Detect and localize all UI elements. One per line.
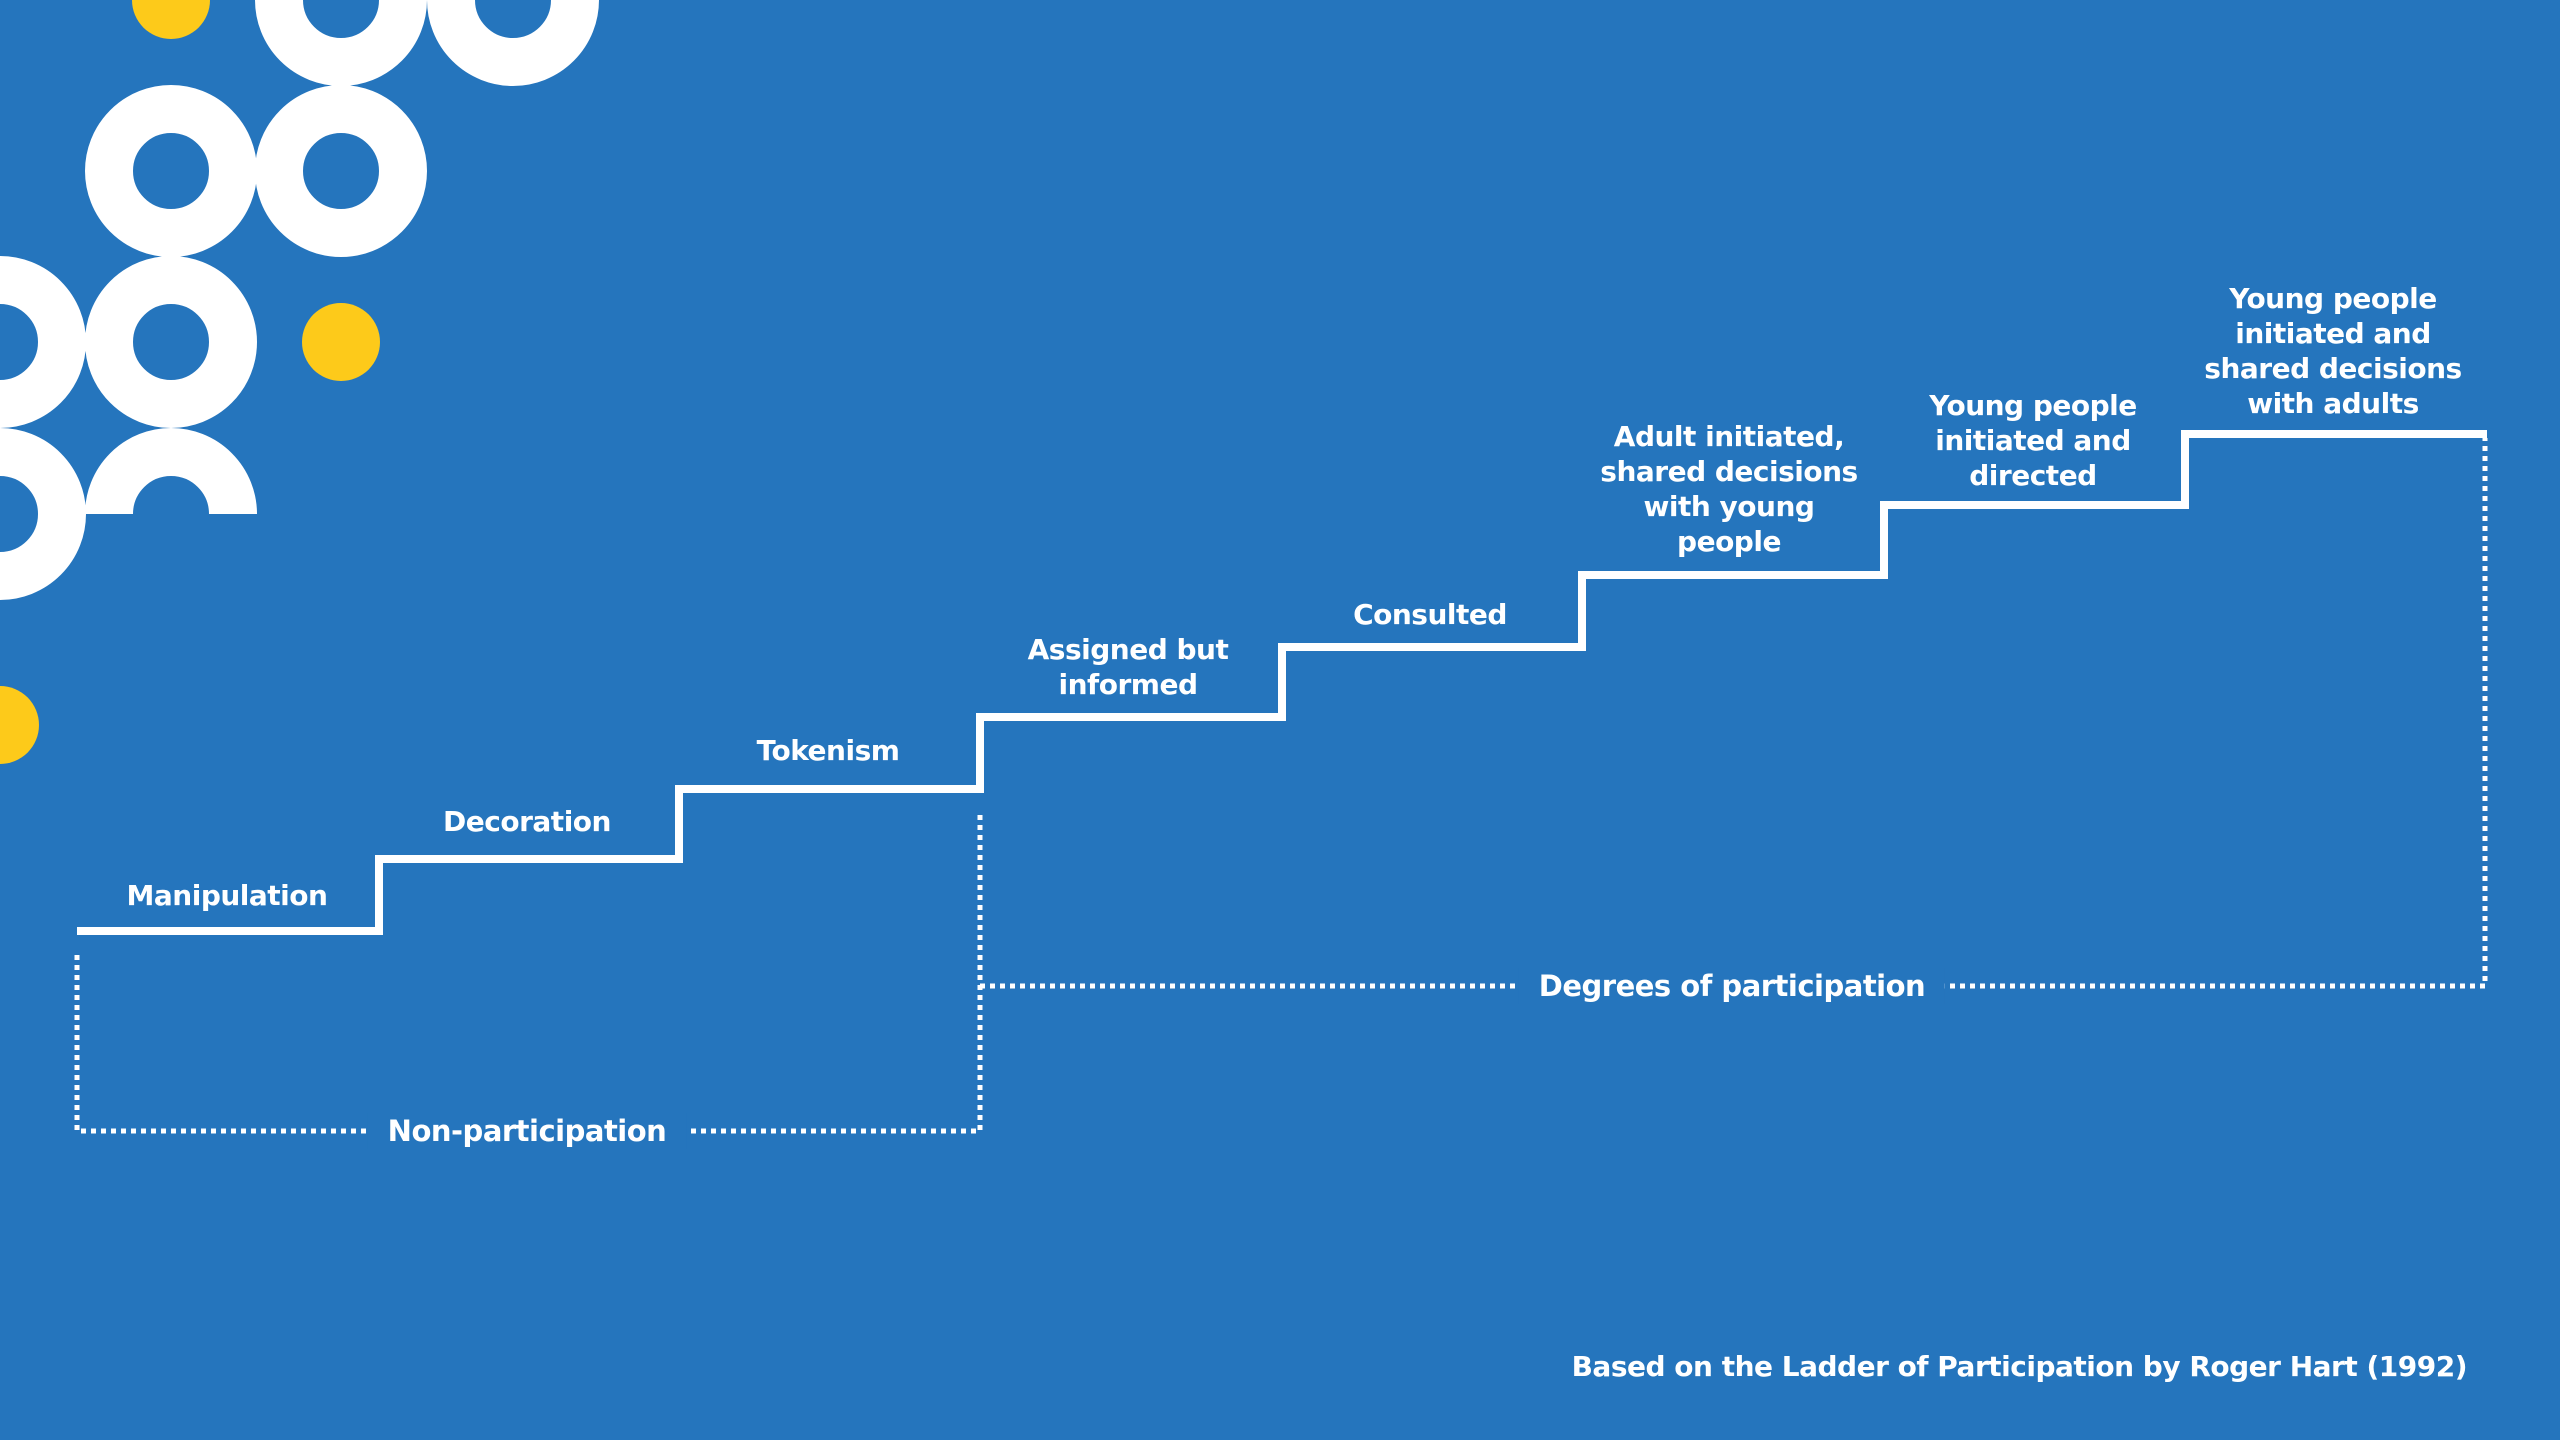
source-attribution: Based on the Ladder of Participation by … <box>1571 1350 2468 1383</box>
yellow-dots <box>0 0 380 764</box>
ring-decoration <box>255 85 427 257</box>
step-label-assigned-but-informed: Assigned but informed <box>1027 633 1229 701</box>
yellow-dot <box>132 0 210 39</box>
group-label-degrees-of-participation: Degrees of participation <box>1518 968 1946 1004</box>
ring-decoration <box>427 0 599 86</box>
step-label-young-people-directed: Young people initiated and directed <box>1929 389 2137 492</box>
yellow-dot <box>302 303 380 381</box>
step-label-adult-initiated: Adult initiated, shared decisions with y… <box>1600 420 1858 558</box>
ring-decoration <box>85 85 257 257</box>
group-label-non-participation: Non-participation <box>367 1113 687 1149</box>
yellow-dot <box>0 686 39 764</box>
participation-ladder-steps <box>77 430 2487 935</box>
decorative-pattern <box>0 0 599 600</box>
ring-decoration <box>0 256 86 428</box>
ring-decoration <box>0 428 86 600</box>
ring-decoration <box>85 256 257 428</box>
half-ring-decoration <box>85 428 257 516</box>
step-label-decoration: Decoration <box>443 805 611 838</box>
degrees-of-participation-bracket <box>980 438 2488 989</box>
step-label-consulted: Consulted <box>1353 598 1507 631</box>
step-label-manipulation: Manipulation <box>126 879 328 912</box>
ring-decoration <box>255 0 427 86</box>
step-label-tokenism: Tokenism <box>756 734 900 767</box>
step-label-young-people-shared: Young people initiated and shared decisi… <box>2204 282 2462 420</box>
